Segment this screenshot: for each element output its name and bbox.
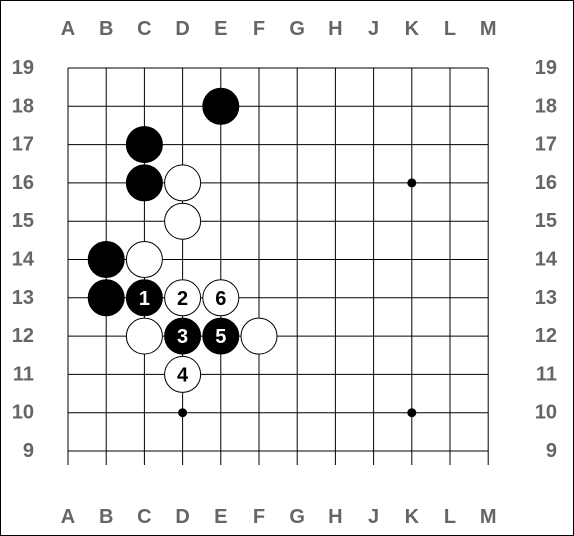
star-point-k16 [407,178,417,188]
row-label-left-19: 19 [12,57,34,79]
col-label-bottom-k: K [405,506,420,528]
row-label-left-14: 14 [12,249,35,271]
white-stone-d13[interactable]: 2 [164,279,202,317]
col-label-bottom-j: J [368,506,379,528]
stone-disc [125,126,163,164]
row-label-left-11: 11 [13,363,34,385]
stone-disc [164,279,202,317]
row-label-right-18: 18 [535,95,557,117]
move-number: 3 [177,326,188,348]
stone-disc [164,317,202,355]
col-label-top-b: B [99,18,113,40]
col-label-top-f: F [253,18,265,40]
col-label-bottom-m: M [480,506,497,528]
stone-disc [125,241,163,278]
row-label-right-12: 12 [535,325,557,347]
black-stone-e18[interactable] [202,87,240,125]
stone-disc [202,87,240,125]
black-stone-c13[interactable]: 1 [125,279,163,317]
row-label-right-15: 15 [535,210,557,232]
col-label-bottom-f: F [253,506,265,528]
move-number: 5 [215,326,226,348]
white-stone-c14[interactable] [125,241,163,278]
row-label-right-17: 17 [535,134,557,156]
star-point-d10 [178,408,188,418]
stone-disc [240,317,278,355]
row-label-left-12: 12 [12,325,34,347]
col-label-bottom-e: E [214,506,227,528]
white-stone-d16[interactable] [164,164,202,202]
stone-disc [87,279,125,317]
white-stone-c12[interactable] [125,317,163,355]
row-label-right-13: 13 [535,287,557,309]
col-label-top-e: E [214,18,227,40]
row-label-right-19: 19 [535,57,557,79]
col-label-top-g: G [289,18,305,40]
row-label-right-10: 10 [535,402,557,424]
row-label-right-16: 16 [535,172,557,194]
white-stone-d11[interactable]: 4 [164,355,202,393]
star-point-k10 [407,408,417,418]
row-label-left-13: 13 [12,287,34,309]
col-label-top-m: M [480,18,497,40]
col-label-bottom-c: C [137,506,151,528]
stone-disc [87,241,125,278]
row-label-right-9: 9 [546,440,557,462]
stone-disc [202,279,240,317]
black-stone-d12[interactable]: 3 [164,317,202,355]
col-label-bottom-g: G [289,506,305,528]
row-label-right-11: 11 [536,363,557,385]
stone-disc [125,317,163,355]
stone-disc [164,202,202,240]
black-stone-c17[interactable] [125,126,163,164]
white-stone-f12[interactable] [240,317,278,355]
row-label-right-14: 14 [535,249,558,271]
col-label-top-c: C [137,18,151,40]
stone-disc [164,164,202,202]
row-label-left-9: 9 [23,440,34,462]
move-number: 1 [139,288,150,310]
move-number: 6 [215,288,226,310]
col-label-top-h: H [328,18,342,40]
move-number: 2 [177,288,188,310]
move-number: 4 [177,364,189,386]
stones-layer[interactable]: 1 2 6 3 5 4 [87,87,278,393]
stone-disc [202,317,240,355]
col-label-top-j: J [368,18,379,40]
stone-disc [164,355,202,393]
col-label-top-a: A [61,18,75,40]
board-grid [67,67,489,465]
white-stone-d15[interactable] [164,202,202,240]
star-points [178,178,417,418]
black-stone-b13[interactable] [87,279,125,317]
col-label-bottom-a: A [61,506,75,528]
col-label-bottom-d: D [175,506,189,528]
col-label-bottom-h: H [328,506,342,528]
col-label-top-k: K [405,18,420,40]
col-label-bottom-l: L [444,506,456,528]
black-stone-c16[interactable] [125,164,163,202]
row-label-left-15: 15 [12,210,34,232]
row-label-left-18: 18 [12,95,34,117]
row-label-left-16: 16 [12,172,34,194]
stone-disc [125,279,163,317]
row-label-left-10: 10 [12,402,34,424]
white-stone-e13[interactable]: 6 [202,279,240,317]
col-label-top-d: D [175,18,189,40]
stone-disc [125,164,163,202]
black-stone-b14[interactable] [87,241,125,278]
black-stone-e12[interactable]: 5 [202,317,240,355]
row-label-left-17: 17 [12,134,34,156]
col-label-top-l: L [444,18,456,40]
col-label-bottom-b: B [99,506,113,528]
